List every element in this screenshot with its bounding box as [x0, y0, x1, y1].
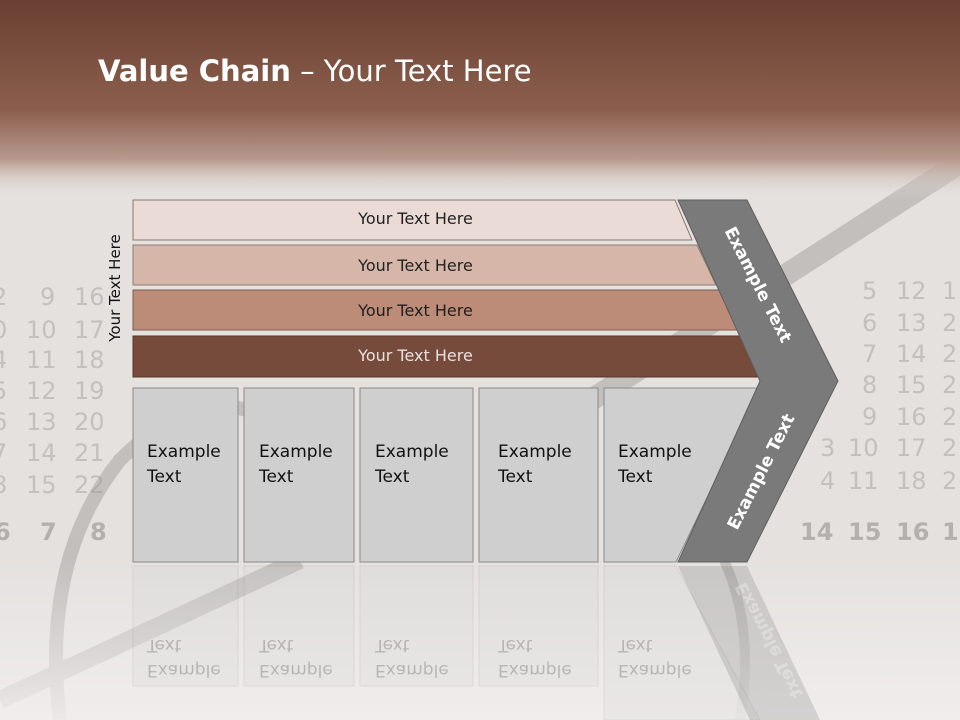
- svg-text:17: 17: [74, 316, 105, 344]
- row-label-4: Your Text Here: [358, 346, 473, 365]
- svg-text:15: 15: [848, 518, 881, 546]
- box-label-1: Example Text: [147, 442, 221, 487]
- svg-text:2: 2: [942, 309, 957, 337]
- svg-text:13: 13: [896, 309, 927, 337]
- svg-text:16: 16: [74, 283, 105, 311]
- box-label-reflection-2: Example Text: [259, 635, 333, 680]
- svg-text:17: 17: [896, 434, 927, 462]
- svg-text:0: 0: [0, 316, 7, 344]
- svg-text:1: 1: [942, 277, 957, 305]
- box-shape-4: [478, 387, 599, 563]
- svg-text:8: 8: [90, 518, 107, 546]
- svg-text:11: 11: [26, 346, 57, 374]
- row-label-2: Your Text Here: [358, 256, 473, 275]
- svg-text:2: 2: [942, 403, 957, 431]
- svg-text:19: 19: [74, 377, 105, 405]
- title-bold: Value Chain: [98, 54, 291, 88]
- svg-text:2: 2: [942, 467, 957, 495]
- svg-text:15: 15: [896, 371, 927, 399]
- svg-text:10: 10: [26, 316, 57, 344]
- svg-text:16: 16: [896, 518, 929, 546]
- svg-text:12: 12: [26, 377, 57, 405]
- svg-text:14: 14: [800, 518, 833, 546]
- svg-text:9: 9: [40, 283, 55, 311]
- chevron-shape: [677, 199, 839, 563]
- box-label-reflection-5: Example Text: [618, 635, 692, 680]
- svg-text:20: 20: [74, 408, 105, 436]
- svg-text:12: 12: [896, 277, 927, 305]
- svg-text:11: 11: [848, 467, 879, 495]
- svg-text:2: 2: [942, 340, 957, 368]
- box-shape-5: [603, 387, 761, 563]
- svg-text:7: 7: [862, 340, 877, 368]
- svg-text:10: 10: [848, 434, 879, 462]
- svg-text:6: 6: [0, 518, 11, 546]
- svg-text:2: 2: [0, 283, 7, 311]
- svg-text:3: 3: [820, 434, 835, 462]
- svg-text:7: 7: [40, 518, 57, 546]
- vertical-label: Your Text Here: [106, 234, 124, 342]
- box-label-reflection-4: Example Text: [498, 635, 572, 680]
- svg-text:16: 16: [896, 403, 927, 431]
- diagram-rows: [132, 199, 764, 378]
- svg-text:6: 6: [0, 408, 7, 436]
- box-shape-2: [243, 387, 355, 563]
- svg-text:7: 7: [0, 439, 7, 467]
- svg-text:9: 9: [862, 403, 877, 431]
- svg-text:5: 5: [0, 377, 7, 405]
- svg-text:8: 8: [862, 371, 877, 399]
- box-label-4: Example Text: [498, 442, 572, 487]
- svg-text:18: 18: [896, 467, 927, 495]
- box-label-3: Example Text: [375, 442, 449, 487]
- diagram-boxes: [132, 387, 761, 563]
- svg-text:6: 6: [862, 309, 877, 337]
- row-label-1: Your Text Here: [358, 209, 473, 228]
- svg-text:4: 4: [820, 467, 835, 495]
- svg-text:8: 8: [0, 471, 7, 499]
- svg-text:15: 15: [26, 471, 57, 499]
- svg-text:5: 5: [862, 277, 877, 305]
- svg-text:21: 21: [74, 439, 105, 467]
- svg-text:4: 4: [0, 346, 7, 374]
- svg-text:2: 2: [942, 434, 957, 462]
- svg-text:18: 18: [74, 346, 105, 374]
- svg-text:2: 2: [942, 371, 957, 399]
- row-label-3: Your Text Here: [358, 301, 473, 320]
- svg-text:14: 14: [26, 439, 57, 467]
- title-rest: – Your Text Here: [290, 54, 532, 88]
- box-label-5: Example Text: [618, 442, 692, 487]
- svg-text:1: 1: [942, 518, 959, 546]
- box-shape-3: [359, 387, 474, 563]
- box-label-2: Example Text: [259, 442, 333, 487]
- box-label-reflection-3: Example Text: [375, 635, 449, 680]
- svg-text:22: 22: [74, 471, 105, 499]
- svg-text:14: 14: [896, 340, 927, 368]
- box-label-reflection-1: Example Text: [147, 635, 221, 680]
- slide-title: Value Chain – Your Text Here: [98, 54, 532, 88]
- row-shape-1: [132, 199, 693, 241]
- box-shape-1: [132, 387, 239, 563]
- svg-text:13: 13: [26, 408, 57, 436]
